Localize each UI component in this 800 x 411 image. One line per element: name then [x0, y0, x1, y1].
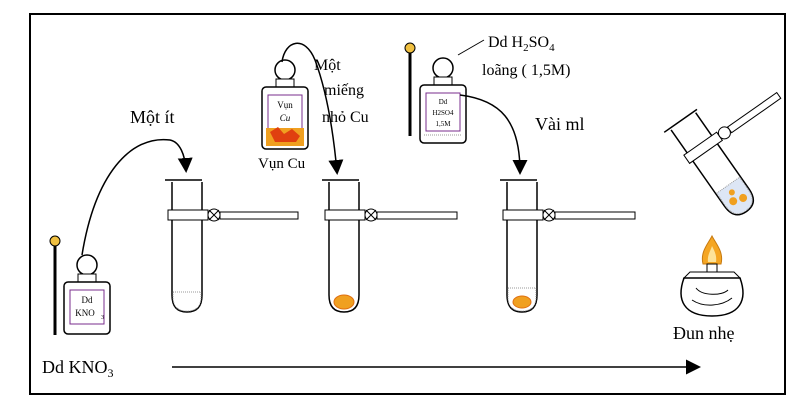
mot-mieng-label-3: nhỏ Cu [322, 109, 369, 126]
kno3-bottle: Dd KNO 3 [49, 235, 111, 335]
heated-test-tube [663, 91, 782, 216]
cu-bottle-label-2: Cu [280, 113, 291, 123]
cu-bottle-label-1: Vụn [277, 100, 293, 110]
kno3-bottle-label-1: Dd [82, 295, 93, 305]
vai-ml-label: Vài ml [535, 114, 585, 134]
cu-bottle: Vụn Cu [261, 59, 309, 150]
mot-mieng-label-2: miếng [324, 82, 364, 99]
arrow-cu [281, 42, 344, 175]
arrow-kno3 [81, 138, 193, 256]
kno3-bottle-label-sub: 3 [101, 315, 104, 321]
arrow-h2so4 [459, 94, 528, 175]
test-tube-1 [165, 179, 299, 313]
mot-it-label: Một ít [130, 107, 175, 127]
test-tube-3 [500, 179, 636, 313]
vun-cu-label: Vụn Cu [258, 156, 306, 172]
h2so4-label: Dd H2SO4 [488, 34, 555, 54]
kno3-bottle-label-2: KNO [75, 308, 95, 318]
test-tube-2 [322, 179, 458, 313]
kno3-label: Dd KNO3 [42, 357, 114, 380]
mot-mieng-label-1: Một [314, 57, 341, 74]
h2so4-bottle: Dd H2SO4 1,5M [404, 42, 467, 144]
h2so4-bottle-label-3: 1,5M [436, 120, 452, 128]
h2so4-bottle-label-1: Dd [439, 98, 448, 106]
diagram-frame [29, 13, 786, 395]
h2so4-bottle-label-2: H2SO4 [432, 109, 454, 117]
h2so4-concentration-label: loãng ( 1,5M) [482, 62, 570, 79]
spirit-lamp [680, 234, 744, 317]
dun-nhe-label: Đun nhẹ [673, 323, 735, 343]
